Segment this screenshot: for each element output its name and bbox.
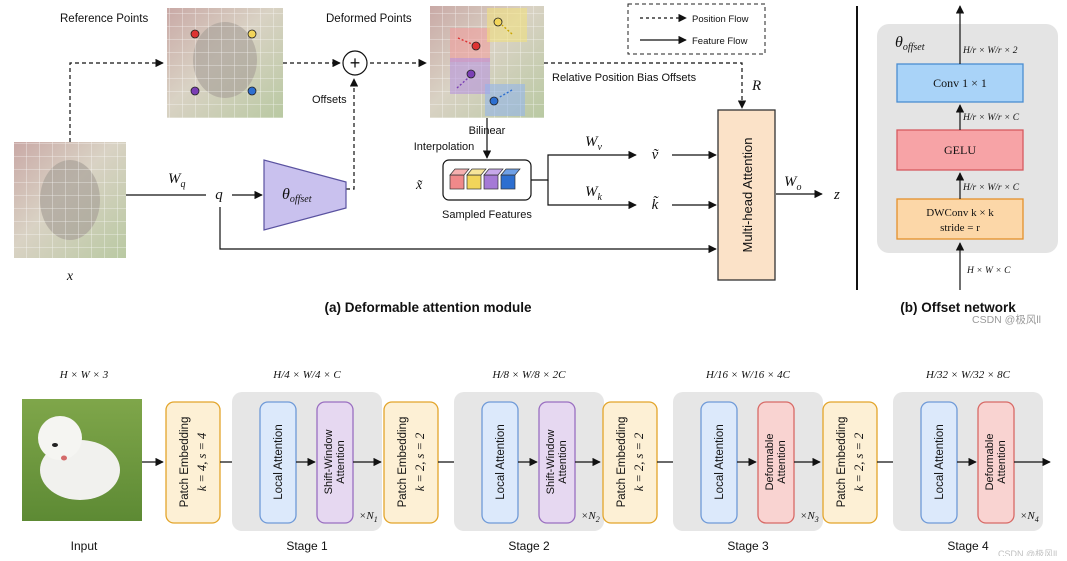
svg-text:Multi-head Attention: Multi-head Attention (740, 138, 755, 253)
ktilde-label: k̃ (652, 196, 659, 213)
deformed-points-image (430, 6, 544, 118)
stage-dim: H/4 × W/4 × C (272, 369, 341, 381)
patch-embedding-params: k = 4, s = 4 (195, 433, 209, 492)
stage-repeat: ×N2 (581, 510, 600, 524)
patch-embedding-params: k = 2, s = 2 (413, 433, 427, 492)
stage-dim: H/8 × W/8 × 2C (492, 369, 567, 381)
patch-embedding-title: Patch Embedding (179, 417, 191, 508)
dim-bottom: H × W × C (966, 266, 1011, 276)
dwconv-block (896, 198, 1024, 240)
stage-label: Stage 1 (286, 539, 328, 553)
local-attention-label: Local Attention (273, 424, 285, 499)
sampled-feature-cubes (449, 168, 521, 190)
stage-label: Stage 4 (947, 539, 989, 553)
local-attention-label: Local Attention (714, 424, 726, 499)
ref-point-purple (190, 86, 200, 96)
add-node: + (342, 50, 368, 76)
local-attention-label: Local Attention (495, 424, 507, 499)
input-image (22, 399, 142, 521)
flow-legend: Position Flow Feature Flow (627, 3, 766, 55)
ref-point-blue (247, 86, 257, 96)
dim-top: H/r × W/r × 2 (962, 46, 1018, 56)
local-attention-label: Local Attention (934, 424, 946, 499)
dim-mid-2: H/r × W/r × C (962, 183, 1020, 193)
feature-flow-edges (126, 118, 823, 254)
patch-embedding-block (822, 401, 878, 524)
xtilde-label: x̃ (415, 178, 423, 193)
patch-embedding-title: Patch Embedding (397, 417, 409, 508)
wq-label: Wq (168, 171, 186, 190)
svg-text:θoffset: θoffset (282, 186, 312, 205)
watermark-bottom: CSDN @极风ll (998, 548, 1057, 556)
conv-block (896, 63, 1024, 103)
attention-label-line1: Shift-Window (545, 430, 557, 495)
svg-text:stride = r: stride = r (940, 222, 980, 234)
legend-position-flow: Position Flow (692, 14, 749, 25)
wv-label: Wv (585, 134, 603, 153)
stage-dim: H/32 × W/32 × 8C (925, 369, 1011, 381)
wo-label: Wo (784, 174, 802, 193)
caption-a: (a) Deformable attention module (324, 300, 532, 315)
stage-label: Stage 3 (727, 539, 769, 553)
input-feature-image (14, 142, 126, 258)
multi-head-attention-block: Multi-head Attention (717, 109, 776, 281)
sampled-features-box (442, 159, 532, 201)
wk-label: Wk (585, 184, 603, 203)
pipeline-stages: Patch Embedding k = 4, s = 4 H/4 × W/4 × C… (142, 369, 1051, 553)
attention-label-line1: Deformable (984, 434, 996, 491)
watermark-top: CSDN @极风ll (972, 313, 1041, 326)
input-label: Input (71, 539, 98, 553)
position-flow-edges (69, 58, 747, 190)
svg-text:Conv 1 × 1: Conv 1 × 1 (933, 76, 987, 90)
r-label: R (751, 78, 761, 94)
x-label: x (66, 269, 74, 284)
patch-embedding-title: Patch Embedding (616, 417, 628, 508)
patch-embedding-title: Patch Embedding (836, 417, 848, 508)
sampled-features-label: Sampled Features (442, 209, 532, 221)
attention-label-line2: Attention (335, 440, 347, 483)
rel-pos-label: Relative Position Bias Offsets (552, 72, 697, 84)
z-label: z (833, 187, 840, 203)
stage-dim: H/16 × W/16 × 4C (705, 369, 791, 381)
offset-network-node: θoffset (263, 159, 347, 231)
stage-label: Stage 2 (508, 539, 550, 553)
attention-label-line1: Shift-Window (323, 430, 335, 495)
attention-label-line2: Attention (996, 440, 1008, 483)
ref-point-red (190, 29, 200, 39)
bilinear-label-1: Bilinear (469, 125, 506, 137)
patch-embedding-block (383, 401, 439, 524)
stage-repeat: ×N4 (1020, 510, 1039, 524)
deformed-points-label: Deformed Points (326, 13, 412, 25)
q-label: q (215, 187, 223, 203)
offset-network-panel: DWConv k × k stride = r GELU Conv 1 × 1 … (877, 5, 1058, 290)
svg-text:+: + (350, 53, 361, 73)
legend-feature-flow: Feature Flow (692, 36, 748, 47)
gelu-block (896, 129, 1024, 171)
attention-label-line1: Deformable (764, 434, 776, 491)
input-dim: H × W × 3 (59, 369, 109, 381)
attention-label-line2: Attention (776, 440, 788, 483)
attention-label-line2: Attention (557, 440, 569, 483)
stage-repeat: ×N3 (800, 510, 819, 524)
reference-points-label: Reference Points (60, 13, 148, 25)
pipeline: H × W × 3 Input Patch Embedding k = 4, s … (22, 369, 1051, 553)
offset-network-title: θoffset (895, 34, 925, 53)
vtilde-label: ṽ (652, 147, 660, 163)
patch-embedding-block (602, 401, 658, 524)
patch-embedding-params: k = 2, s = 2 (852, 433, 866, 492)
dim-mid-1: H/r × W/r × C (962, 113, 1020, 123)
offsets-label: Offsets (312, 94, 347, 106)
svg-text:DWConv k × k: DWConv k × k (926, 207, 994, 219)
caption-b: (b) Offset network (900, 300, 1016, 315)
patch-embedding-params: k = 2, s = 2 (632, 433, 646, 492)
bilinear-label-2: Interpolation (414, 141, 475, 153)
patch-embedding-block (165, 401, 221, 524)
ref-point-yellow (247, 29, 257, 39)
reference-points-image (167, 8, 283, 118)
stage-repeat: ×N1 (359, 510, 378, 524)
svg-text:GELU: GELU (944, 143, 976, 157)
